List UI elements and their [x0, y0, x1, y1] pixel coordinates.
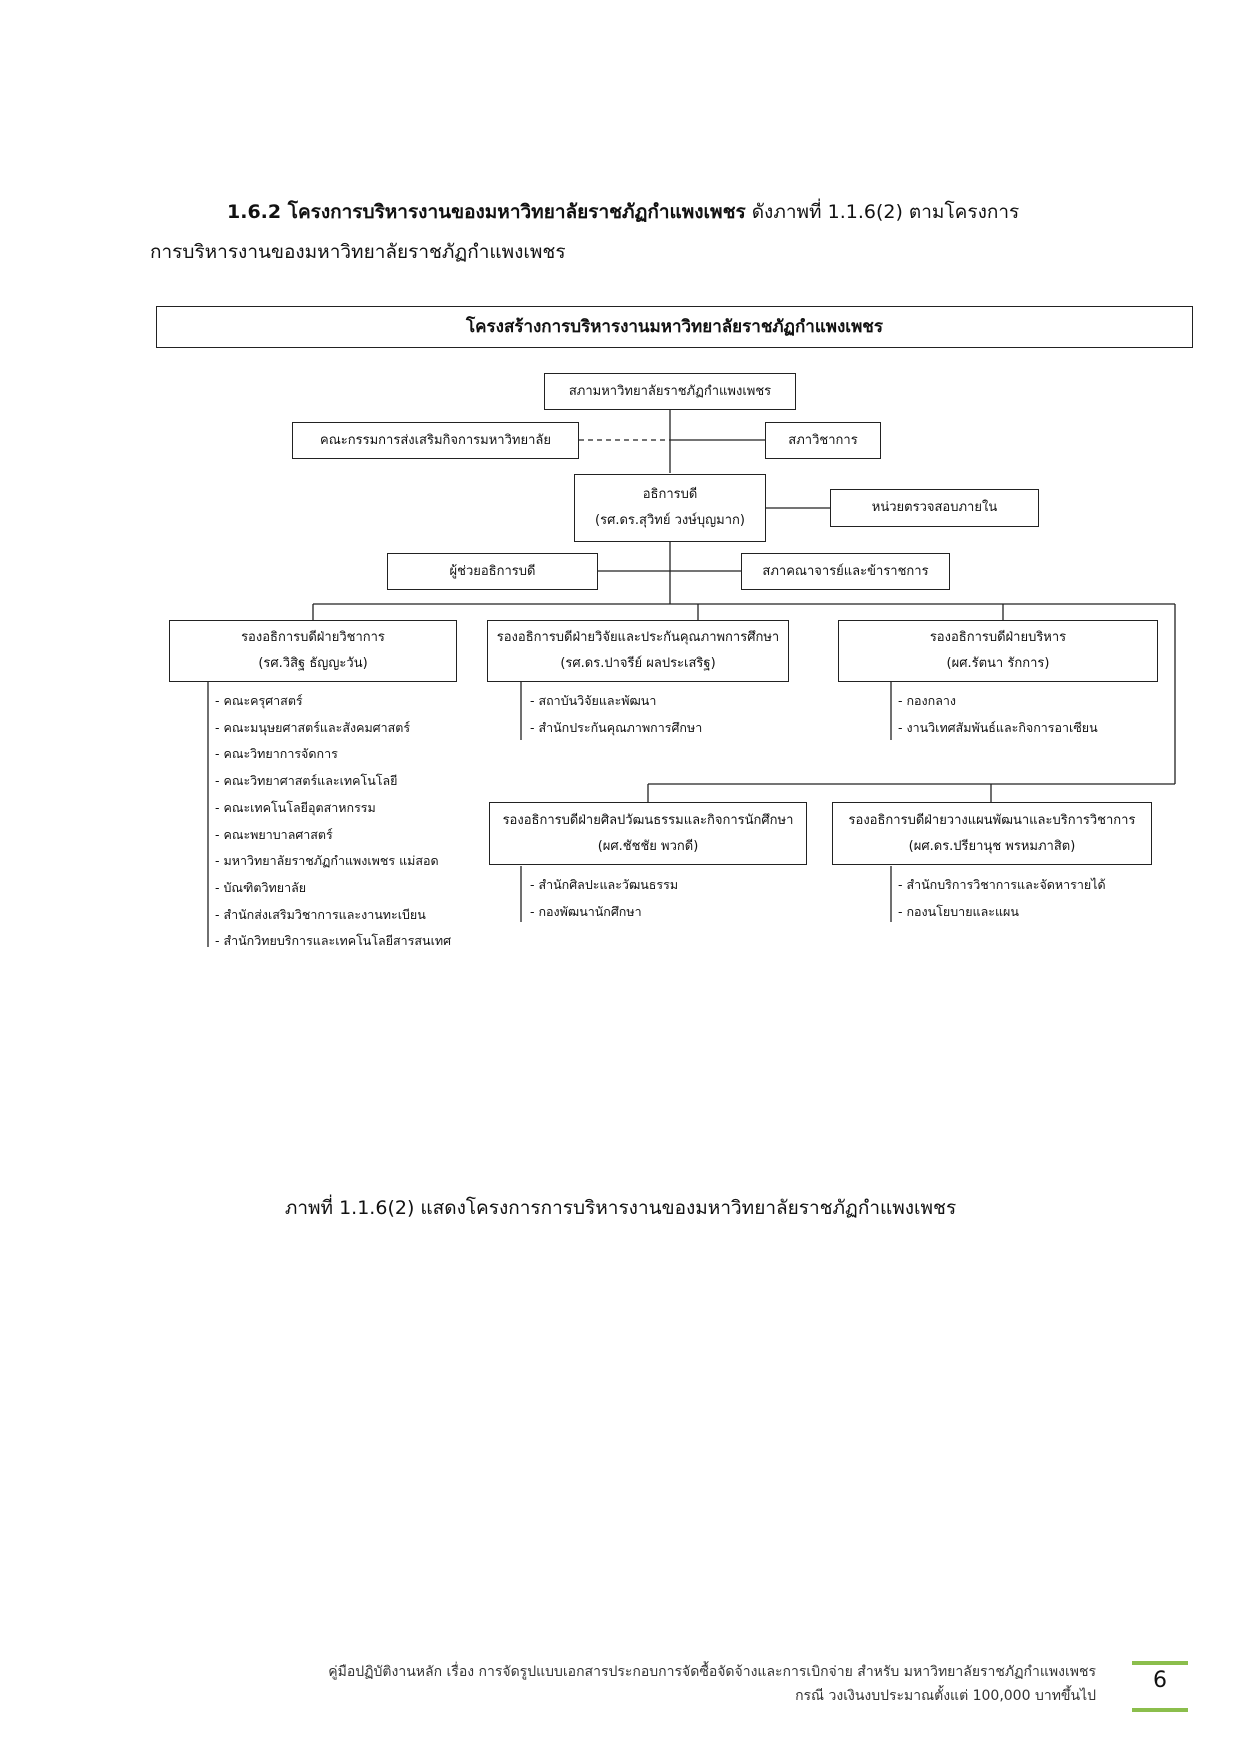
- page-footer: คู่มือปฏิบัติงานหลัก เรื่อง การจัดรูปแบบ…: [328, 1660, 1096, 1708]
- heading-line-1: 1.6.2 โครงการบริหารงานของมหาวิทยาลัยราชภ…: [150, 192, 1110, 232]
- org-chart-title: โครงสร้างการบริหารงานมหาวิทยาลัยราชภัฏกำ…: [156, 306, 1193, 348]
- list-item: - กองพัฒนานักศึกษา: [530, 903, 642, 919]
- vp-admin-name: (ผศ.รัตนา รักการ): [946, 656, 1050, 671]
- internal-audit-label: หน่วยตรวจสอบภายใน: [871, 500, 998, 515]
- list-item: - สำนักวิทยบริการและเทคโนโลยีสารสนเทศ: [215, 933, 452, 949]
- university-council-label: สภามหาวิทยาลัยราชภัฏกำแพงเพชร: [568, 383, 772, 399]
- vp-planning-units: - สำนักบริการวิชาการและจัดหารายได้ - กอง…: [898, 872, 1106, 925]
- vp-culture-name: (ผศ.ชัชชัย พวกดี): [597, 838, 699, 854]
- heading-line1-rest: ดังภาพที่ 1.1.6(2) ตามโครงการ: [751, 201, 1020, 223]
- list-item: - คณะวิทยาศาสตร์และเทคโนโลยี: [215, 773, 398, 789]
- vp-planning-box: รองอธิการบดีฝ่ายวางแผนพัฒนาและบริการวิชา…: [832, 802, 1152, 865]
- list-item: - คณะมนุษยศาสตร์และสังคมศาสตร์: [215, 719, 411, 735]
- org-chart-connectors: [207, 409, 1176, 947]
- org-chart-title-text: โครงสร้างการบริหารงานมหาวิทยาลัยราชภัฏกำ…: [466, 317, 883, 337]
- vp-admin-title: รองอธิการบดีฝ่ายบริหาร: [929, 630, 1067, 645]
- page-number-bar-top: [1132, 1661, 1188, 1665]
- list-item: - คณะครุศาสตร์: [215, 693, 303, 708]
- president-title: อธิการบดี: [642, 487, 698, 502]
- page-number: 6: [1153, 1668, 1167, 1693]
- list-item: - สำนักประกันคุณภาพการศึกษา: [530, 719, 703, 735]
- footer-line-2: กรณี วงเงินงบประมาณตั้งแต่ 100,000 บาทขึ…: [795, 1688, 1096, 1704]
- vp-academic-name: (รศ.วิสิฐ ธัญญะวัน): [258, 656, 368, 671]
- vp-academic-box: รองอธิการบดีฝ่ายวิชาการ (รศ.วิสิฐ ธัญญะว…: [169, 620, 457, 682]
- heading-line-2: การบริหารงานของมหาวิทยาลัยราชภัฏกำแพงเพช…: [150, 241, 566, 263]
- academic-council-label: สภาวิชาการ: [788, 432, 858, 448]
- list-item: - สำนักบริการวิชาการและจัดหารายได้: [898, 877, 1106, 892]
- section-heading: 1.6.2 โครงการบริหารงานของมหาวิทยาลัยราชภ…: [150, 192, 1110, 272]
- list-item: - คณะเทคโนโลยีอุตสาหกรรม: [215, 799, 376, 815]
- vp-planning-title: รองอธิการบดีฝ่ายวางแผนพัฒนาและบริการวิชา…: [848, 812, 1136, 828]
- list-item: - มหาวิทยาลัยราชภัฏกำแพงเพชร แม่สอด: [215, 853, 439, 869]
- promotion-committee-box: คณะกรรมการส่งเสริมกิจการมหาวิทยาลัย: [292, 422, 579, 459]
- internal-audit-box: หน่วยตรวจสอบภายใน: [830, 489, 1039, 527]
- list-item: - สำนักศิลปะและวัฒนธรรม: [530, 877, 679, 892]
- list-item: - คณะวิทยาการจัดการ: [215, 746, 338, 762]
- list-item: - กองกลาง: [898, 693, 957, 708]
- heading-bold-title: โครงการบริหารงานของมหาวิทยาลัยราชภัฏกำแพ…: [287, 201, 746, 223]
- assistant-president-box: ผู้ช่วยอธิการบดี: [387, 553, 598, 590]
- vp-academic-title: รองอธิการบดีฝ่ายวิชาการ: [241, 630, 385, 645]
- vp-research-title: รองอธิการบดีฝ่ายวิจัยและประกันคุณภาพการศ…: [496, 630, 780, 645]
- faculty-senate-box: สภาคณาจารย์และข้าราชการ: [741, 553, 950, 590]
- vp-academic-units: - คณะครุศาสตร์ - คณะมนุษยศาสตร์และสังคมศ…: [215, 688, 451, 955]
- vp-admin-box: รองอธิการบดีฝ่ายบริหาร (ผศ.รัตนา รักการ): [838, 620, 1158, 682]
- list-item: - บัณฑิตวิทยาลัย: [215, 879, 307, 895]
- faculty-senate-label: สภาคณาจารย์และข้าราชการ: [762, 563, 929, 579]
- president-box: อธิการบดี (รศ.ดร.สุวิทย์ วงษ์บุญมาก): [574, 474, 766, 542]
- academic-council-box: สภาวิชาการ: [765, 422, 881, 459]
- promotion-committee-label: คณะกรรมการส่งเสริมกิจการมหาวิทยาลัย: [320, 432, 551, 448]
- list-item: - งานวิเทศสัมพันธ์และกิจการอาเซียน: [898, 719, 1098, 735]
- heading-number: 1.6.2: [227, 201, 282, 223]
- list-item: - คณะพยาบาลศาสตร์: [215, 826, 333, 842]
- vp-planning-name: (ผศ.ดร.ปรียานุช พรหมภาสิต): [908, 838, 1076, 854]
- president-name: (รศ.ดร.สุวิทย์ วงษ์บุญมาก): [595, 513, 745, 528]
- figure-caption: ภาพที่ 1.1.6(2) แสดงโครงการการบริหารงานข…: [284, 1197, 957, 1219]
- vp-research-units: - สถาบันวิจัยและพัฒนา - สำนักประกันคุณภา…: [530, 688, 702, 741]
- list-item: - สำนักส่งเสริมวิชาการและงานทะเบียน: [215, 906, 426, 922]
- vp-admin-units: - กองกลาง - งานวิเทศสัมพันธ์และกิจการอาเ…: [898, 688, 1098, 741]
- page-number-bar-bottom: [1132, 1708, 1188, 1712]
- vp-research-name: (รศ.ดร.ปาจรีย์ ผลประเสริฐ): [560, 656, 716, 671]
- footer-line-1: คู่มือปฏิบัติงานหลัก เรื่อง การจัดรูปแบบ…: [328, 1664, 1096, 1680]
- list-item: - กองนโยบายและแผน: [898, 903, 1019, 919]
- vp-research-box: รองอธิการบดีฝ่ายวิจัยและประกันคุณภาพการศ…: [487, 620, 789, 682]
- list-item: - สถาบันวิจัยและพัฒนา: [530, 693, 657, 708]
- vp-culture-units: - สำนักศิลปะและวัฒนธรรม - กองพัฒนานักศึก…: [530, 872, 678, 925]
- university-council-box: สภามหาวิทยาลัยราชภัฏกำแพงเพชร: [544, 373, 796, 410]
- vp-culture-box: รองอธิการบดีฝ่ายศิลปวัฒนธรรมและกิจการนัก…: [489, 802, 807, 865]
- vp-culture-title: รองอธิการบดีฝ่ายศิลปวัฒนธรรมและกิจการนัก…: [502, 812, 794, 828]
- assistant-president-label: ผู้ช่วยอธิการบดี: [449, 563, 536, 579]
